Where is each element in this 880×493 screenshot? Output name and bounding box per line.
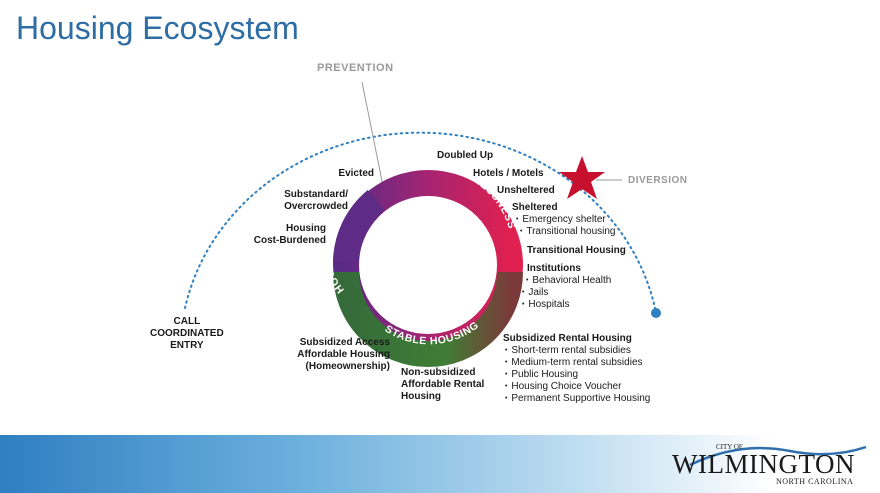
city-of-wilmington-logo: CITY OF WILMINGTON NORTH CAROLINA: [672, 443, 867, 486]
arc-end-dot: [651, 308, 661, 318]
substandard-label: Substandard/ Overcrowded: [284, 189, 348, 212]
unsheltered-label: Unsheltered: [497, 185, 555, 196]
sheltered-label: Sheltered: [512, 202, 558, 213]
list-item: Permanent Supportive Housing: [505, 393, 650, 405]
list-item: Housing Choice Voucher: [505, 381, 650, 393]
call-coordinated-entry-label: CALL COORDINATED ENTRY: [150, 316, 224, 351]
page-title: Housing Ecosystem: [16, 10, 299, 46]
list-item: Hospitals: [522, 299, 611, 311]
prevention-label: PREVENTION: [317, 62, 394, 74]
diversion-star-icon: [559, 156, 605, 199]
subsidized-rental-label: Subsidized Rental Housing: [503, 333, 632, 344]
list-item: Emergency shelter: [516, 214, 615, 226]
list-item: Jails: [522, 287, 611, 299]
subsidized-access-label: Subsidized Access Affordable Housing (Ho…: [297, 337, 390, 372]
diversion-label: DIVERSION: [628, 175, 688, 186]
footer-gradient-band: [0, 435, 880, 493]
non-subsidized-label: Non-subsidized Affordable Rental Housing: [401, 367, 485, 402]
subsidized-rental-list: Short-term rental subsidies Medium-term …: [505, 345, 650, 405]
list-item: Transitional housing: [520, 226, 615, 238]
doubled-up-label: Doubled Up: [437, 150, 494, 161]
list-item: Short-term rental subsidies: [505, 345, 650, 357]
list-item: Behavioral Health: [526, 275, 611, 287]
institutions-list: Behavioral Health Jails Hospitals: [522, 275, 611, 311]
list-item: Public Housing: [505, 369, 650, 381]
svg-text:NORTH CAROLINA: NORTH CAROLINA: [776, 477, 853, 486]
ring: [333, 170, 523, 367]
sheltered-list: Emergency shelter Transitional housing: [516, 214, 615, 238]
evicted-label: Evicted: [338, 168, 374, 179]
transitional-housing-label: Transitional Housing: [527, 245, 626, 256]
svg-text:CITY OF: CITY OF: [716, 443, 743, 451]
prevention-pointer: [361, 81, 384, 187]
svg-text:WILMINGTON: WILMINGTON: [672, 449, 855, 479]
cost-burdened-label: Housing Cost-Burdened: [253, 223, 326, 246]
institutions-label: Institutions: [527, 263, 581, 274]
hotels-motels-label: Hotels / Motels: [473, 168, 544, 179]
logo-wave-icon: [689, 445, 867, 467]
list-item: Medium-term rental subsidies: [505, 357, 650, 369]
